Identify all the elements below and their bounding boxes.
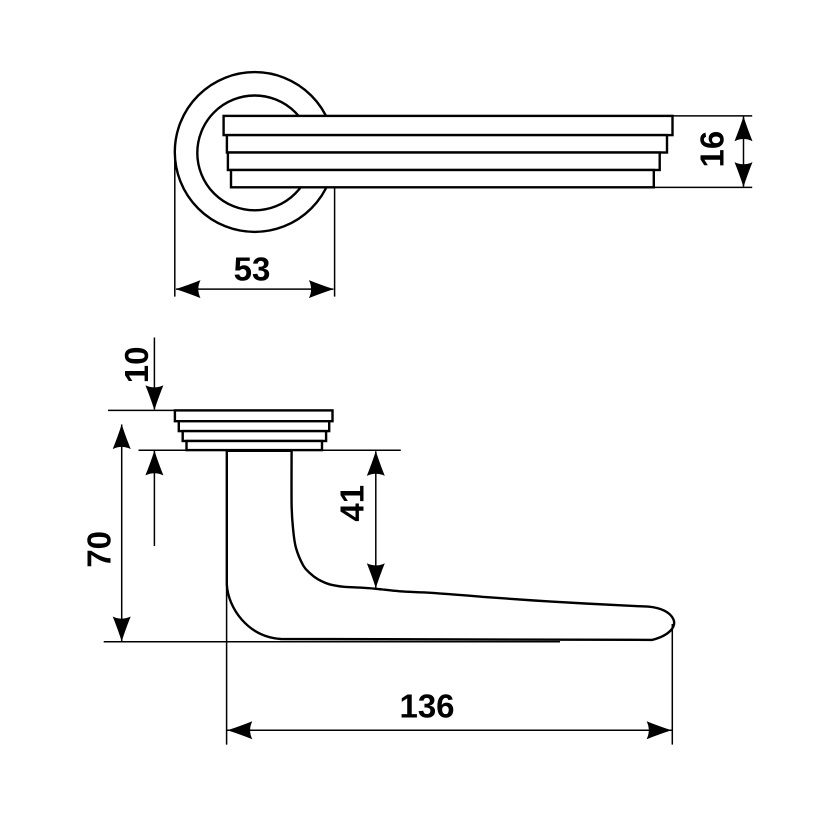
svg-text:41: 41 — [333, 485, 370, 522]
svg-text:16: 16 — [694, 131, 731, 168]
svg-text:136: 136 — [399, 688, 454, 725]
svg-text:53: 53 — [234, 250, 271, 287]
svg-text:10: 10 — [118, 347, 155, 384]
svg-text:70: 70 — [81, 531, 118, 568]
